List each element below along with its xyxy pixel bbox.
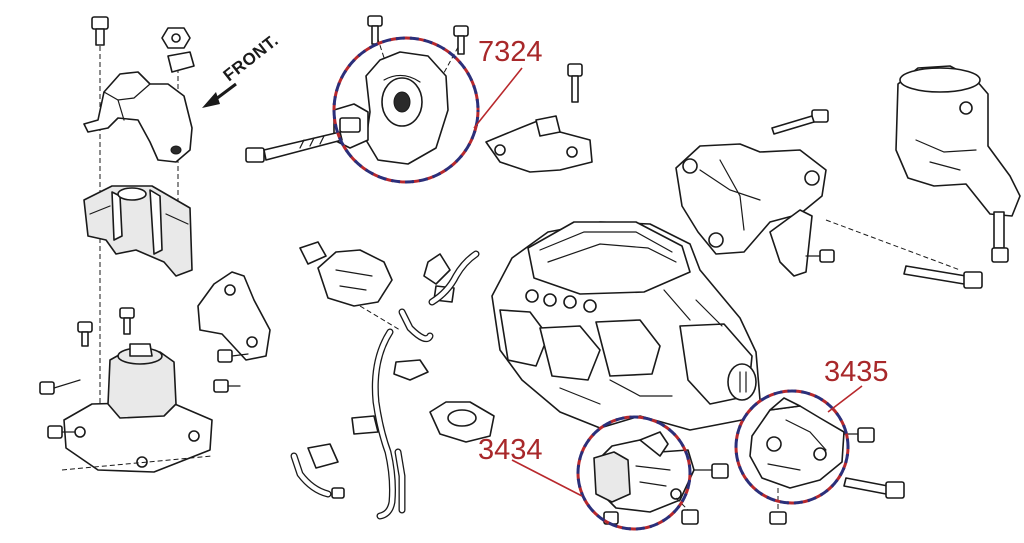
side-bracket-left [197,271,271,361]
lower-hydraulic-mount [63,343,213,473]
long-bolt-rear [903,265,983,289]
vacuum-hoses [290,250,480,520]
callout-ring-3435 [734,389,850,505]
clamp-bracket [429,401,495,443]
bolt-3434-a [693,463,729,479]
callout-ring-7324 [332,36,480,184]
long-bolt-3435 [843,477,905,499]
front-lower-mount [593,431,695,513]
long-bolt-7324 [245,131,343,163]
callout-ring-3434 [576,415,692,531]
bolt-top-left [91,16,109,46]
nut-top [161,27,195,73]
upper-bracket-left [83,71,193,163]
bolt-7324-top-a [367,15,383,45]
bolt-left-b [119,307,135,335]
left-mount-stack [39,16,271,473]
engine-block [491,221,761,431]
bolt-3435-b [769,488,787,525]
leader-7324 [473,67,523,129]
bolt-7324-top-b [453,25,469,55]
part-label-3435: 3435 [824,356,889,388]
part-label-3434: 3434 [478,434,543,466]
bolt-left-d [213,379,241,393]
bolt-rear-a [771,109,829,135]
rear-lower-mount [749,397,845,489]
bolt-rear-b [805,249,835,263]
vacuum-valve-assembly [299,241,455,331]
bolt-left-a [77,321,93,347]
middle-mount-cage [83,185,193,277]
bolt-left-f [47,425,75,439]
bolt-rear-c [991,211,1009,263]
rear-bracket-assembly [675,143,961,277]
upper-torque-mount [245,15,469,165]
front-arrow [202,82,237,108]
bolt-left-c [217,349,249,363]
leader-3435 [827,385,863,413]
bolt-3434-b [675,497,699,525]
bolt-left-e [39,379,81,395]
leader-3434 [511,459,583,497]
small-bracket-top [485,115,593,173]
rear-upper-mount [895,65,1021,217]
bolt-top-right-small [567,63,583,103]
part-label-7324: 7324 [478,36,543,68]
